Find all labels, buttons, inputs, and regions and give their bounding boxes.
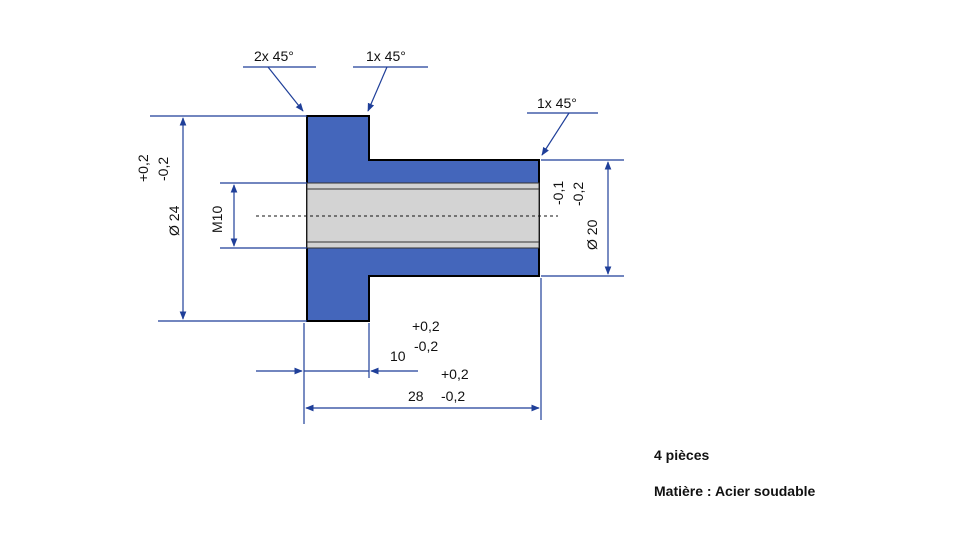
material-note: Matière : Acier soudable	[654, 483, 816, 499]
dia20-dimension	[541, 159, 624, 277]
dia20-tol-1: -0,1	[550, 181, 566, 205]
bore	[306, 182, 540, 249]
chamfer-mid-label: 1x 45°	[366, 48, 406, 64]
length28-tol-minus: -0,2	[441, 388, 465, 404]
chamfer-leaders	[243, 66, 598, 156]
part-section	[256, 115, 558, 322]
dia24-tol-plus: +0,2	[135, 154, 151, 182]
dia24-tol-minus: -0,2	[155, 157, 171, 181]
chamfer-left-label: 2x 45°	[254, 48, 294, 64]
length10-tol-minus: -0,2	[414, 338, 438, 354]
quantity-note: 4 pièces	[654, 447, 710, 463]
dia20-tol-2: -0,2	[570, 182, 586, 206]
length28-value: 28	[408, 388, 424, 404]
length28-dimension	[305, 278, 542, 420]
dia24-label: Ø 24	[166, 205, 182, 236]
thread-label: M10	[209, 206, 225, 233]
length10-tol-plus: +0,2	[412, 318, 440, 334]
length10-dimension	[256, 323, 418, 424]
dia24-dimension	[150, 115, 307, 322]
length10-value: 10	[390, 348, 406, 364]
length28-tol-plus: +0,2	[441, 366, 469, 382]
m10-dimension	[220, 182, 307, 249]
dia20-label: Ø 20	[584, 219, 600, 250]
chamfer-right-label: 1x 45°	[537, 95, 577, 111]
